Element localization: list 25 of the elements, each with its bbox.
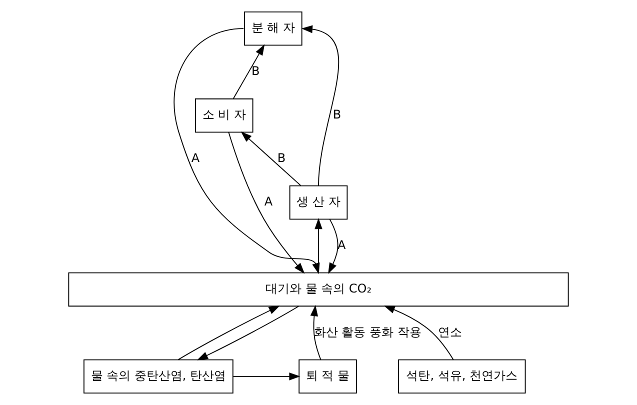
arrow (301, 25, 340, 186)
arrow (384, 306, 454, 360)
edge-label: A (264, 194, 273, 209)
node-box: 퇴 적 물 (298, 359, 357, 394)
edge-label: B (277, 151, 286, 166)
edge-label: A (191, 151, 200, 166)
arrow (232, 44, 265, 100)
arrow (178, 306, 280, 360)
arrow (196, 306, 300, 360)
node-box: 대기와 물 속의 CO₂ (68, 272, 569, 307)
edge-label: 연소 (438, 325, 462, 340)
node-box: 생 산 자 (289, 185, 348, 220)
node-box: 분 해 자 (244, 11, 302, 46)
node-box: 석탄, 석유, 천연가스 (398, 359, 526, 394)
arrow (232, 372, 300, 380)
arrow (328, 218, 338, 274)
edge-label: B (251, 64, 260, 78)
node-box: 물 속의 중탄산염, 탄산염 (84, 359, 234, 394)
edge-label: A (338, 238, 346, 252)
arrow (310, 305, 322, 360)
arrow (240, 131, 302, 186)
arrow (228, 132, 305, 274)
edge-label: B (332, 108, 342, 122)
edge-label: 화산 활동 풍화 작용 (314, 325, 422, 340)
node-box: 소 비 자 (194, 98, 254, 133)
